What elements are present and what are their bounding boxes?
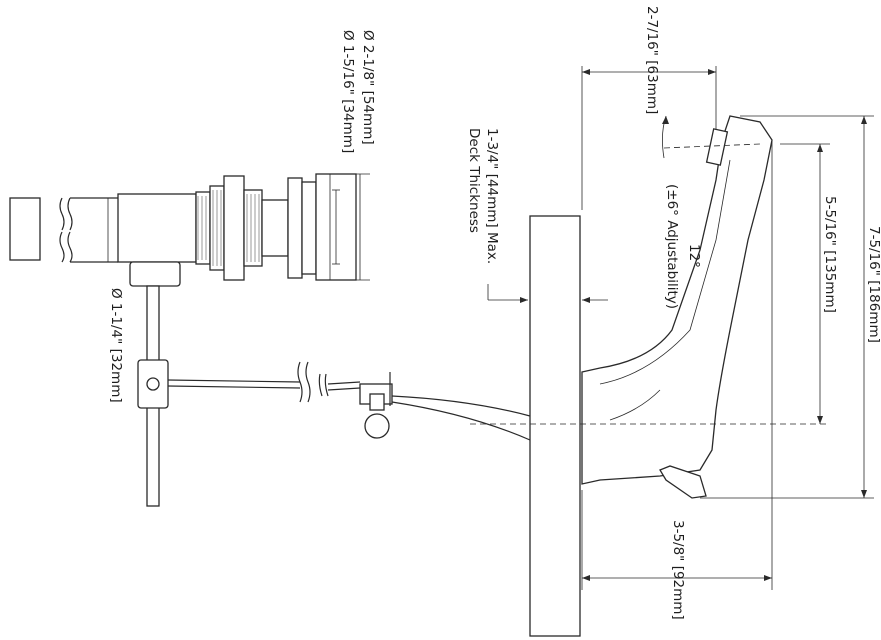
deck-flange bbox=[223, 175, 245, 281]
spout-reach-label: 2-7/16" [63mm] bbox=[644, 6, 660, 114]
pipe-stub bbox=[9, 197, 41, 261]
faucet-body bbox=[470, 115, 830, 499]
base-depth-label: 3-5/8" [92mm] bbox=[670, 520, 686, 620]
drain-dimensions bbox=[107, 173, 370, 281]
outlet-height-label: 5-5/16" [135mm] bbox=[822, 196, 838, 313]
drain-body bbox=[261, 199, 289, 257]
deck-thickness-label-2: Deck Thickness bbox=[466, 128, 482, 233]
drain-assembly bbox=[9, 173, 357, 507]
drain-tee bbox=[117, 193, 197, 263]
tailpiece-dia-label: Ø 1-1/4" [32mm] bbox=[108, 288, 124, 403]
drain-flange bbox=[287, 177, 303, 279]
drain-outer-dia-label: Ø 2-1/8" [54mm] bbox=[360, 30, 376, 145]
drain-inner-dia-label: Ø 1-5/16" [34mm] bbox=[340, 30, 356, 153]
faucet-handle bbox=[659, 465, 707, 499]
spout-adjust-label: (±6° Adjustability) bbox=[664, 184, 680, 309]
overall-height-label: 7-5/16" [186mm] bbox=[866, 226, 881, 343]
deck-thickness-label-1: 1-3/4" [44mm] Max. bbox=[484, 128, 500, 264]
deck bbox=[529, 215, 581, 637]
spout-angle-label: 12° bbox=[686, 244, 702, 268]
lift-rod-knob bbox=[364, 413, 390, 439]
aerator bbox=[705, 128, 729, 166]
tee-outlet bbox=[129, 261, 181, 287]
faucet-spout bbox=[581, 115, 773, 485]
lift-rod bbox=[167, 361, 531, 441]
pipe-break-left bbox=[59, 197, 65, 231]
